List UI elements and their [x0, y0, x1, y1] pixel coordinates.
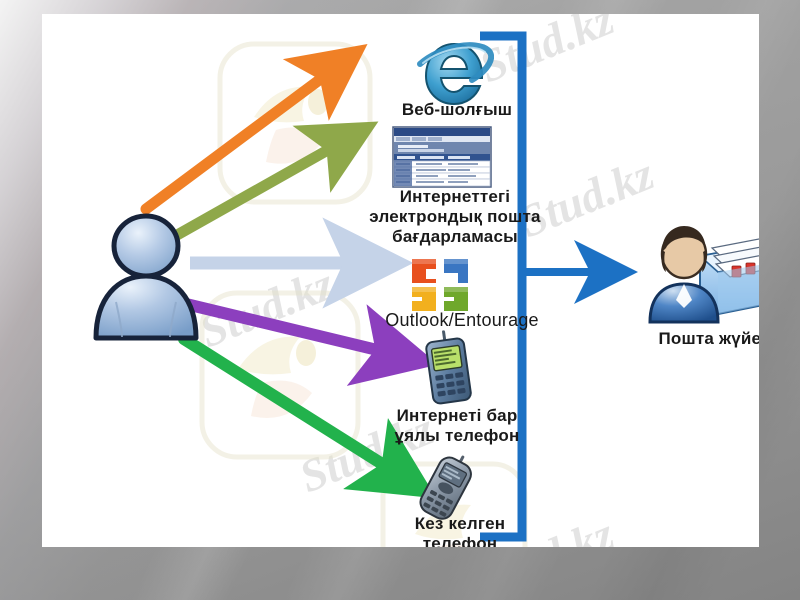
webmail-program-label: Интернеттегі электрондық пошта бағдарлам…: [369, 187, 541, 247]
user-icon: [93, 213, 199, 341]
email-window-icon: [392, 126, 492, 188]
internet-explorer-icon: [417, 42, 495, 106]
user-person: [86, 210, 206, 342]
web-browser-label: Веб-шолғыш: [401, 100, 513, 119]
grouping-bracket: [480, 31, 638, 542]
mail-system-label: Пошта жүйесі: [658, 329, 759, 348]
any-phone-node: [396, 435, 500, 536]
arrow-to-internet-mobile-phone: [180, 298, 439, 386]
arrow-layer: [140, 44, 439, 499]
arrow-to-any-phone: [178, 333, 437, 499]
web-browser-node: [414, 36, 495, 108]
internet-mobile-phone-label: Интернеті бар ұялы телефон: [394, 406, 520, 446]
outlook-entourage-label: Outlook/Entourage: [385, 310, 539, 330]
internet-mobile-phone-node: [415, 326, 481, 407]
webmail-program-node: [392, 126, 492, 188]
mail-system-node: [640, 214, 759, 326]
smartphone-icon: [425, 330, 472, 405]
feature-phone-icon: [419, 455, 472, 520]
mail-administrator-icon: [648, 226, 759, 324]
arrow-to-webmail-program: [164, 121, 379, 245]
arrow-to-web-browser: [140, 44, 368, 215]
outlook-entourage-node: [408, 255, 472, 313]
any-phone-label: Кез келген телефон: [414, 514, 506, 547]
microsoft-office-icon: [412, 259, 468, 311]
